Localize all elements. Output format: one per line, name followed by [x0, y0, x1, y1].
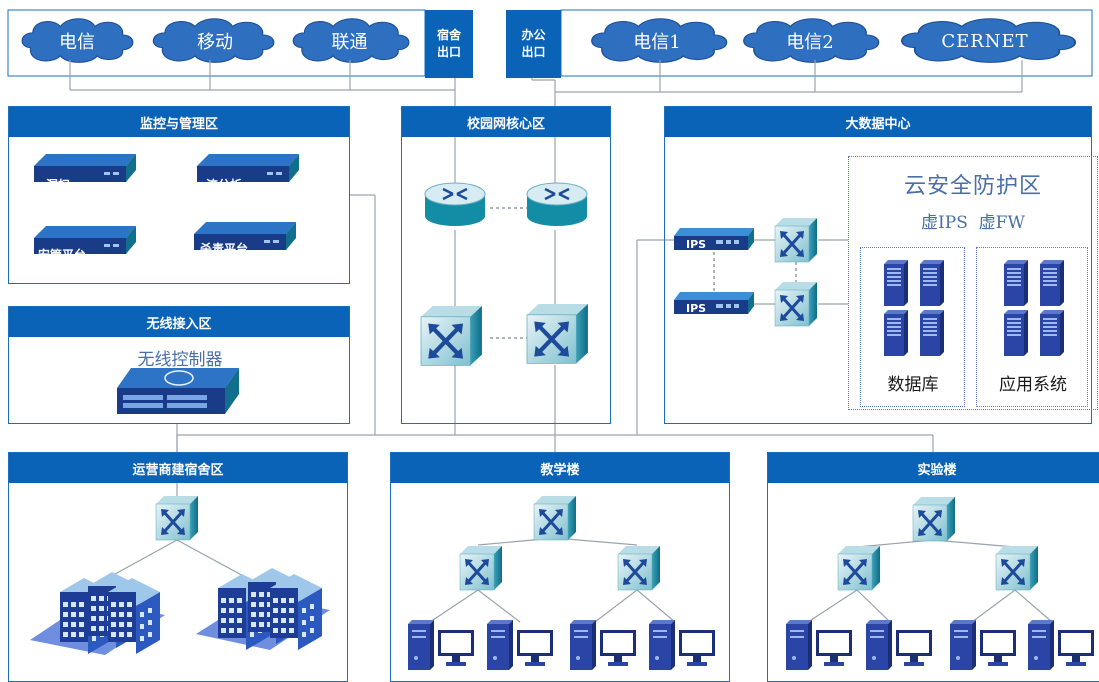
server-icon — [884, 260, 908, 306]
dorm-zone-title: 运营商建宿舍区 — [9, 453, 347, 483]
core-switch-icon — [527, 304, 588, 363]
wireless-controller-icon — [117, 368, 239, 414]
lab-core-switch-icon — [911, 495, 957, 543]
monitor-zone-panel: 监控与管理区 — [8, 106, 350, 284]
pc-icon — [866, 620, 932, 670]
server-icon — [1004, 260, 1028, 306]
cloud-security-title: 云安全防护区 — [903, 174, 1042, 199]
datacenter-switch-icon — [773, 216, 819, 264]
office-exit-box: 办公 出口 — [506, 10, 561, 78]
pc-icon — [1028, 620, 1094, 670]
teaching-access-switch-icon — [458, 544, 504, 592]
antivirus-label: 杀毒平台 — [200, 242, 249, 256]
server-icon — [920, 310, 944, 356]
server-icon — [1040, 260, 1064, 306]
ips-label: IPS — [686, 238, 707, 251]
server-icon — [920, 260, 944, 306]
bigdata-zone-title: 大数据中心 — [665, 107, 1091, 137]
teaching-zone-title: 教学楼 — [391, 453, 729, 483]
wireless-controller-label: 无线控制器 — [137, 350, 223, 370]
teaching-core-switch-icon — [532, 494, 578, 542]
cloud-label-telecom1: 电信1 — [633, 32, 681, 53]
virtual-security-label: 虚IPS 虚FW — [921, 213, 1025, 233]
lab-access-switch-icon — [994, 544, 1040, 592]
redundant-links — [490, 207, 797, 339]
pc-icon — [950, 620, 1016, 670]
pc-icon — [786, 620, 852, 670]
flow-analysis-label: 流分析 — [206, 178, 243, 192]
server-icon — [1004, 310, 1028, 356]
pc-icon — [487, 620, 553, 670]
cloud-label-unicom: 联通 — [331, 32, 368, 53]
core-router-icon — [525, 181, 589, 228]
lab-access-switch-icon — [836, 544, 882, 592]
lab-zone-title: 实验楼 — [768, 453, 1099, 483]
monitor-zone-title: 监控与管理区 — [9, 107, 349, 137]
app-system-group — [976, 247, 1088, 407]
cloud-label-telecom2: 电信2 — [786, 32, 834, 53]
vuln-scanner-label: 漏扫 — [46, 178, 71, 192]
dorm-zone-panel: 运营商建宿舍区 — [8, 452, 348, 682]
app-system-label: 应用系统 — [999, 375, 1067, 395]
pc-icon — [649, 620, 715, 670]
core-router-icon — [423, 181, 487, 228]
cloud-security-area — [848, 156, 1098, 410]
teaching-access-switch-icon — [616, 544, 662, 592]
server-icon — [884, 310, 908, 356]
database-label: 数据库 — [887, 375, 939, 395]
security-mgmt-label: 安管平台 — [38, 248, 87, 262]
wireless-zone-title: 无线接入区 — [9, 307, 349, 337]
database-group — [860, 247, 965, 407]
server-icon — [1040, 310, 1064, 356]
bigdata-zone-panel: 大数据中心 — [664, 106, 1092, 424]
ips-label: IPS — [686, 302, 707, 315]
core-zone-panel: 校园网核心区 — [401, 106, 611, 424]
core-switch-icon — [421, 306, 482, 365]
cloud-label-cernet: CERNET — [941, 30, 1029, 52]
pc-icon — [408, 620, 474, 670]
datacenter-switch-icon — [773, 280, 819, 328]
core-zone-title: 校园网核心区 — [402, 107, 610, 137]
cloud-label-telecom: 电信 — [59, 32, 95, 53]
pc-icon — [570, 620, 636, 670]
dorm-switch-icon — [154, 494, 200, 542]
dorm-exit-box: 宿舍 出口 — [425, 10, 473, 78]
cloud-label-mobile: 移动 — [197, 32, 233, 53]
